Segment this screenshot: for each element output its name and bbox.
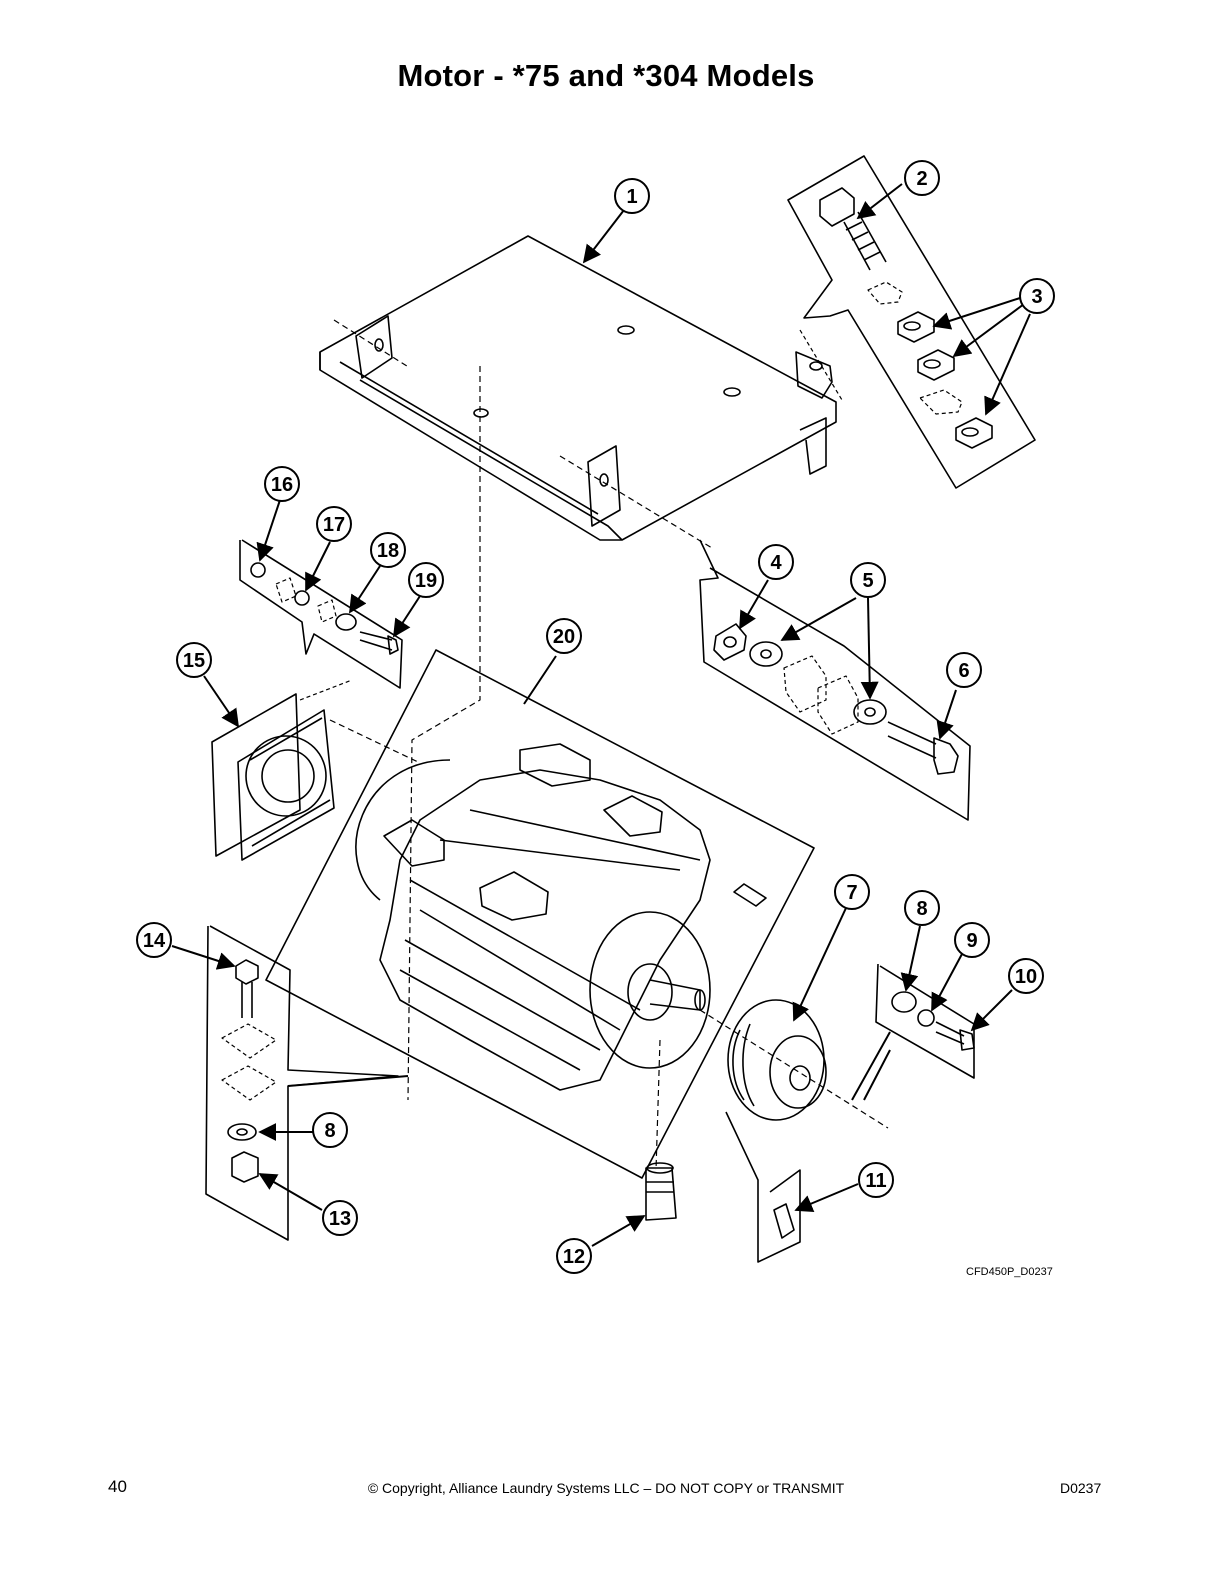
callout-7: 7: [834, 874, 870, 910]
callout-circle: [614, 178, 650, 214]
callout-10: 10: [1008, 958, 1044, 994]
inset-pulley-hardware: [875, 963, 975, 1079]
callout-18: 18: [370, 532, 406, 568]
inset-base-hardware: [205, 925, 399, 1241]
leader-lines: [171, 183, 1031, 1247]
callout-circle: [858, 1162, 894, 1198]
inset-isolator-hardware: [699, 539, 971, 821]
conduit-connector: [645, 1162, 677, 1221]
callout-circle: [316, 506, 352, 542]
callout-17: 17: [316, 506, 352, 542]
callout-label: 12: [563, 1246, 585, 1268]
callout-8a: 8: [904, 890, 940, 926]
callout-circle: [954, 922, 990, 958]
callout-circle: [834, 874, 870, 910]
callout-circle: [1008, 958, 1044, 994]
callout-circle: [850, 562, 886, 598]
callout-label: 2: [916, 168, 927, 190]
callout-label: 1: [626, 186, 637, 208]
callout-16: 16: [264, 466, 300, 502]
callout-circle: [370, 532, 406, 568]
callout-label: 4: [770, 552, 782, 574]
callout-circle: [176, 642, 212, 678]
callout-circle: [556, 1238, 592, 1274]
callout-circle: [322, 1200, 358, 1236]
drive-pulley: [727, 999, 827, 1121]
inset-set-screw: [725, 1111, 801, 1263]
copyright-notice: © Copyright, Alliance Laundry Systems LL…: [367, 1480, 845, 1496]
callout-2: 2: [904, 160, 940, 196]
callout-5: 5: [850, 562, 886, 598]
callout-circle: [546, 618, 582, 654]
page-number: 40: [108, 1477, 127, 1496]
callout-label: 19: [415, 570, 437, 592]
callout-circle: [904, 890, 940, 926]
callout-circle: [136, 922, 172, 958]
figure-reference: CFD450P_D0237: [966, 1266, 1053, 1278]
callout-15: 15: [176, 642, 212, 678]
motor-mount-plate: [319, 235, 837, 541]
callout-label: 17: [323, 514, 345, 536]
callout-19: 19: [408, 562, 444, 598]
callout-12: 12: [556, 1238, 592, 1274]
callout-label: 11: [865, 1170, 886, 1192]
callout-label: 18: [377, 540, 399, 562]
cooling-fan: [211, 693, 335, 861]
callout-circle: [946, 652, 982, 688]
callout-label: 8: [916, 898, 927, 920]
callout-14: 14: [136, 922, 172, 958]
motor-frame-box: [265, 649, 815, 1179]
callout-20: 20: [546, 618, 582, 654]
callout-label: 10: [1015, 966, 1037, 988]
callout-3: 3: [1019, 278, 1055, 314]
callout-label: 8: [324, 1120, 335, 1142]
callout-label: 16: [271, 474, 293, 496]
callout-4: 4: [758, 544, 794, 580]
callout-1: 1: [614, 178, 650, 214]
callout-label: 14: [143, 930, 166, 952]
document-code: D0237: [1060, 1480, 1102, 1496]
callout-8b: 8: [312, 1112, 348, 1148]
callout-circle: [758, 544, 794, 580]
callout-11: 11: [858, 1162, 894, 1198]
callout-label: 20: [553, 626, 575, 648]
callout-label: 3: [1031, 286, 1042, 308]
callout-circle: [904, 160, 940, 196]
inset-mount-bolt-nuts: [787, 155, 1036, 489]
callout-circle: [312, 1112, 348, 1148]
callout-13: 13: [322, 1200, 358, 1236]
callout-6: 6: [946, 652, 982, 688]
callout-label: 13: [329, 1208, 351, 1230]
page-title: Motor - *75 and *304 Models: [397, 58, 815, 93]
callout-label: 6: [958, 660, 969, 682]
callout-label: 15: [183, 650, 205, 672]
callout-9: 9: [954, 922, 990, 958]
callout-label: 5: [862, 570, 873, 592]
electric-motor: [355, 743, 767, 1091]
callout-circle: [408, 562, 444, 598]
inset-fan-hardware: [239, 539, 403, 689]
callout-circle: [1019, 278, 1055, 314]
callout-label: 9: [966, 930, 977, 952]
callout-circle: [264, 466, 300, 502]
callout-label: 7: [846, 882, 857, 904]
